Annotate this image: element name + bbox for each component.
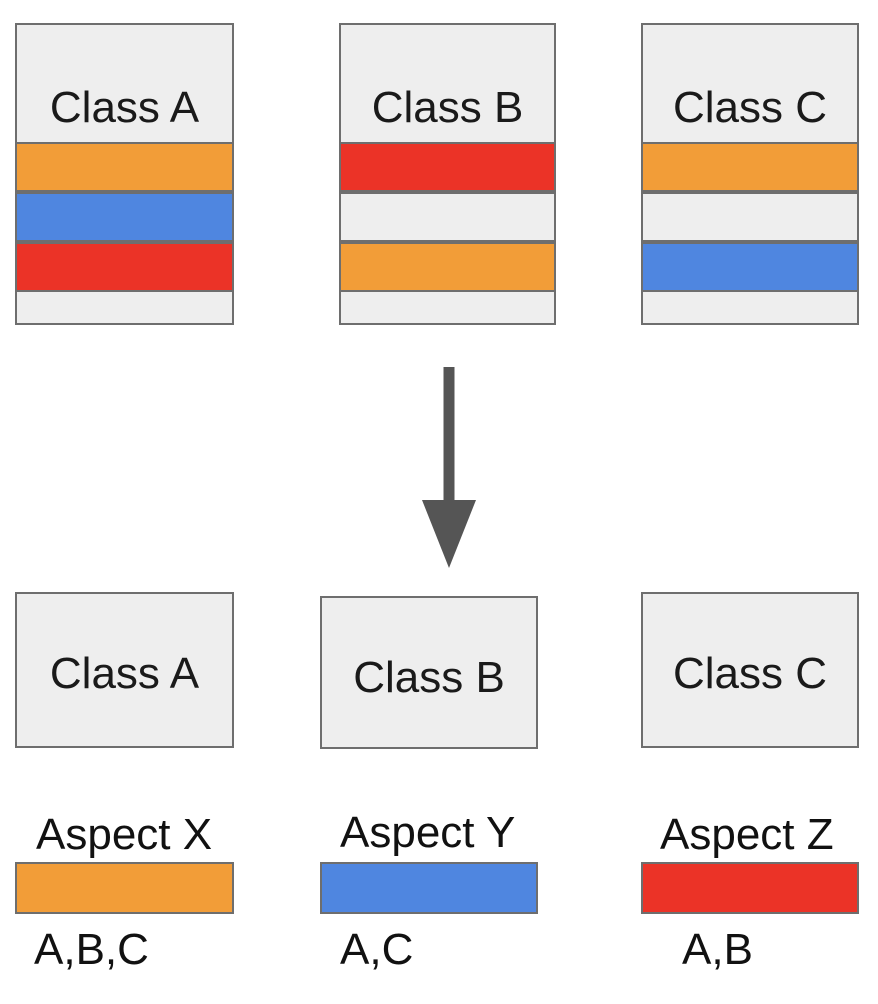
class-a-title-after: Class A bbox=[49, 649, 200, 698]
aspect-y-bar bbox=[320, 862, 538, 914]
aspect-z-label: Aspect Z bbox=[660, 810, 834, 859]
class-a-box-before: Class A bbox=[15, 23, 234, 325]
arrow-head bbox=[422, 500, 476, 568]
class-c-title-after: Class C bbox=[672, 649, 828, 698]
aspect-x-classes: A,B,C bbox=[34, 925, 149, 974]
aspect-z-bar bbox=[641, 862, 859, 914]
class-b-band-3 bbox=[341, 242, 554, 292]
class-c-box-after: Class C bbox=[641, 592, 859, 748]
class-a-band-2 bbox=[17, 192, 232, 242]
class-a-box-after: Class A bbox=[15, 592, 234, 748]
class-a-band-1 bbox=[17, 142, 232, 192]
class-c-box-before: Class C bbox=[641, 23, 859, 325]
aspect-x-label: Aspect X bbox=[36, 810, 213, 859]
class-c-band-1 bbox=[643, 142, 857, 192]
class-c-title: Class C bbox=[672, 83, 828, 132]
aspect-z-classes: A,B bbox=[682, 925, 753, 974]
class-a-band-3 bbox=[17, 242, 232, 292]
class-c-band-2 bbox=[643, 192, 857, 242]
class-c-band-3 bbox=[643, 242, 857, 292]
aspect-y-classes: A,C bbox=[340, 925, 414, 974]
aspect-x-bar bbox=[15, 862, 234, 914]
class-b-title-after: Class B bbox=[353, 653, 505, 702]
class-b-box-after: Class B bbox=[320, 596, 538, 749]
class-b-box-before: Class B bbox=[339, 23, 556, 325]
aspect-y-label: Aspect Y bbox=[340, 808, 516, 857]
class-a-title: Class A bbox=[49, 83, 200, 132]
class-b-title: Class B bbox=[371, 83, 524, 132]
class-b-band-2 bbox=[341, 192, 554, 242]
class-b-band-1 bbox=[341, 142, 554, 192]
